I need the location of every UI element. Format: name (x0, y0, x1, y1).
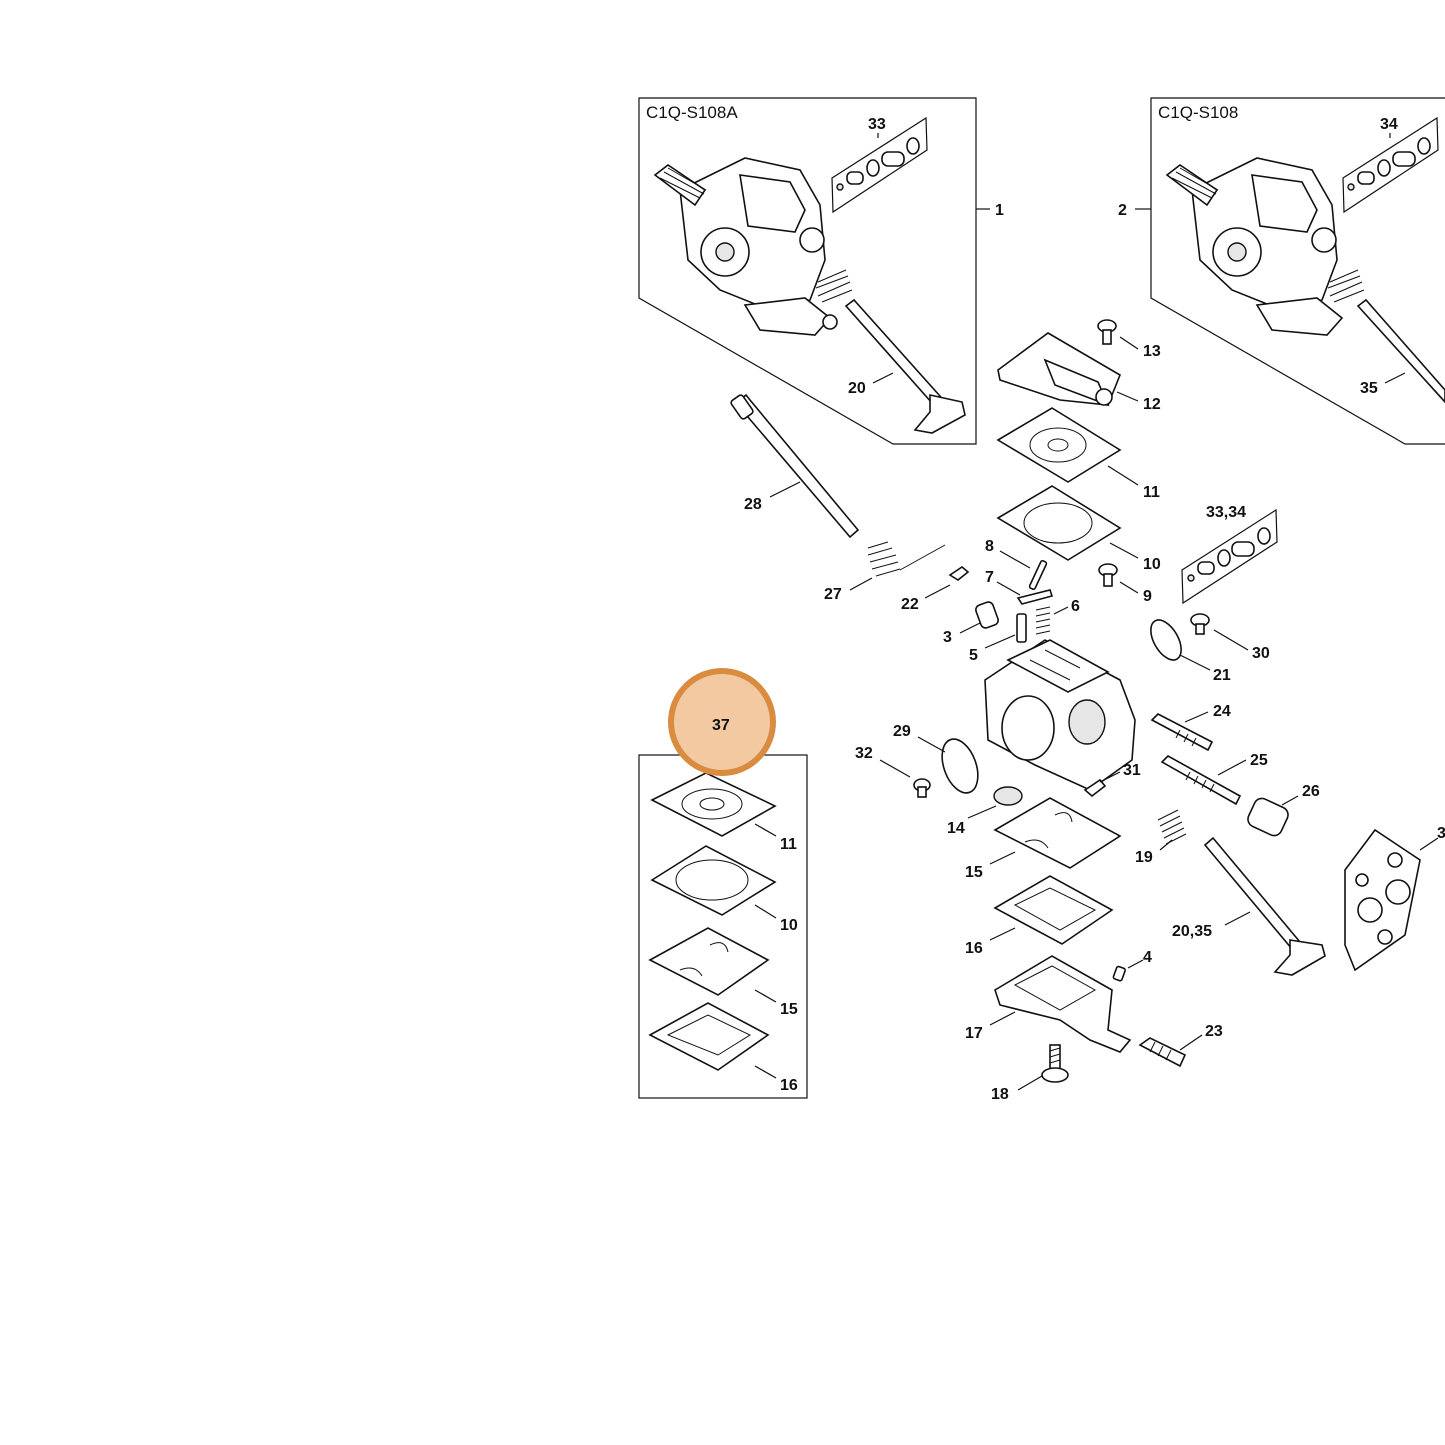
disc-21 (1150, 619, 1182, 661)
plug-3 (975, 601, 999, 629)
diaphragm-11 (996, 407, 1122, 483)
gasket-16 (993, 875, 1114, 945)
callout-13: 13 (1143, 343, 1161, 360)
kit-callout-15: 15 (780, 1001, 798, 1018)
callout-7: 7 (985, 569, 994, 586)
pump-body-17 (994, 955, 1132, 1053)
kit-gasket-10 (650, 845, 777, 916)
callout-12: 12 (1143, 396, 1161, 413)
screw-18 (1041, 1044, 1069, 1083)
callout-5: 5 (969, 647, 978, 664)
callout-35-box-b: 35 (1360, 380, 1378, 397)
screw-30 (1190, 613, 1210, 635)
callout-8: 8 (985, 538, 994, 555)
kit-callout-11: 11 (780, 836, 797, 853)
screw-9 (1098, 563, 1118, 587)
callout-24: 24 (1213, 703, 1231, 720)
callout-20-35: 20,35 (1172, 923, 1212, 940)
box-a-title: C1Q-S108A (646, 103, 738, 122)
assembly-box-b: C1Q-S108 34 35 2 (1118, 97, 1445, 445)
assembly-box-a: C1Q-S108A 33 (638, 97, 1004, 445)
box-b-title: C1Q-S108 (1158, 103, 1238, 122)
highlight-marker-37[interactable]: 37 (668, 668, 776, 776)
gasket-10 (996, 485, 1122, 561)
callout-31: 31 (1123, 762, 1141, 779)
callout-11: 11 (1143, 484, 1160, 501)
callout-14: 14 (947, 820, 965, 837)
kit-gasket-15 (648, 927, 770, 996)
callout-23: 23 (1205, 1023, 1223, 1040)
callout-17: 17 (965, 1025, 983, 1042)
gasket-15 (993, 797, 1122, 869)
carburetor-body (984, 639, 1136, 791)
choke-disc-29 (941, 738, 979, 794)
callout-9: 9 (1143, 588, 1152, 605)
gasket-kit-box-37: 11 10 15 16 (638, 740, 808, 1099)
kit-callout-16: 16 (780, 1077, 798, 1094)
screw-32 (913, 778, 931, 798)
seal-kit-33-34 (1181, 508, 1278, 605)
needle-25 (1160, 755, 1242, 806)
screw-13 (1097, 319, 1117, 345)
callout-18: 18 (991, 1086, 1009, 1103)
callout-29: 29 (893, 723, 911, 740)
kit-callout-10: 10 (780, 917, 798, 934)
lever-20-35 (1203, 836, 1326, 976)
callout-34-box-b: 34 (1380, 116, 1398, 133)
lever-7 (1016, 589, 1054, 605)
callout-15: 15 (965, 864, 983, 881)
carburetor-assembly-b (1165, 157, 1344, 336)
limiter-cap-26 (1247, 797, 1289, 837)
callout-side-plate: 3 (1437, 825, 1445, 842)
seal-kit-box-34 (1342, 116, 1439, 214)
callout-1: 1 (995, 202, 1004, 219)
callout-4: 4 (1143, 949, 1152, 966)
callout-22: 22 (901, 596, 919, 613)
callout-10: 10 (1143, 556, 1161, 573)
kit-diaphragm-11 (650, 772, 777, 837)
callout-30: 30 (1252, 645, 1270, 662)
needle-24 (1150, 713, 1214, 752)
callout-21: 21 (1213, 667, 1231, 684)
callout-26: 26 (1302, 783, 1320, 800)
spring-19 (1157, 809, 1187, 845)
filter-screen-14 (993, 786, 1023, 806)
callout-32: 32 (855, 745, 873, 762)
callout-2: 2 (1118, 202, 1127, 219)
pin-8 (1028, 559, 1048, 591)
callout-3: 3 (943, 629, 952, 646)
side-plate (1344, 828, 1421, 972)
screw-23 (1138, 1037, 1187, 1068)
clip-22 (948, 566, 970, 581)
lever-20-box-a (815, 269, 966, 434)
carburetor-assembly-a (653, 157, 838, 336)
callout-33-box-a: 33 (868, 116, 886, 133)
callout-20-box-a: 20 (848, 380, 866, 397)
callout-37: 37 (712, 717, 730, 734)
callout-27: 27 (824, 586, 842, 603)
callout-16: 16 (965, 940, 983, 957)
callout-25: 25 (1250, 752, 1268, 769)
needle-5 (1016, 613, 1027, 643)
callout-28: 28 (744, 496, 762, 513)
pump-cover-12 (997, 332, 1121, 407)
callout-33-34: 33,34 (1206, 504, 1246, 521)
callout-6: 6 (1071, 598, 1080, 615)
seal-kit-box-33 (831, 116, 928, 214)
lever-35-box-b (1327, 269, 1445, 404)
spring-6 (1035, 606, 1051, 635)
throttle-shaft-28 (730, 393, 860, 539)
kit-gasket-16 (648, 1002, 770, 1071)
clip-31 (1083, 778, 1107, 798)
callout-19: 19 (1135, 849, 1153, 866)
spring-27 (867, 541, 946, 577)
check-valve-4 (1112, 965, 1126, 982)
